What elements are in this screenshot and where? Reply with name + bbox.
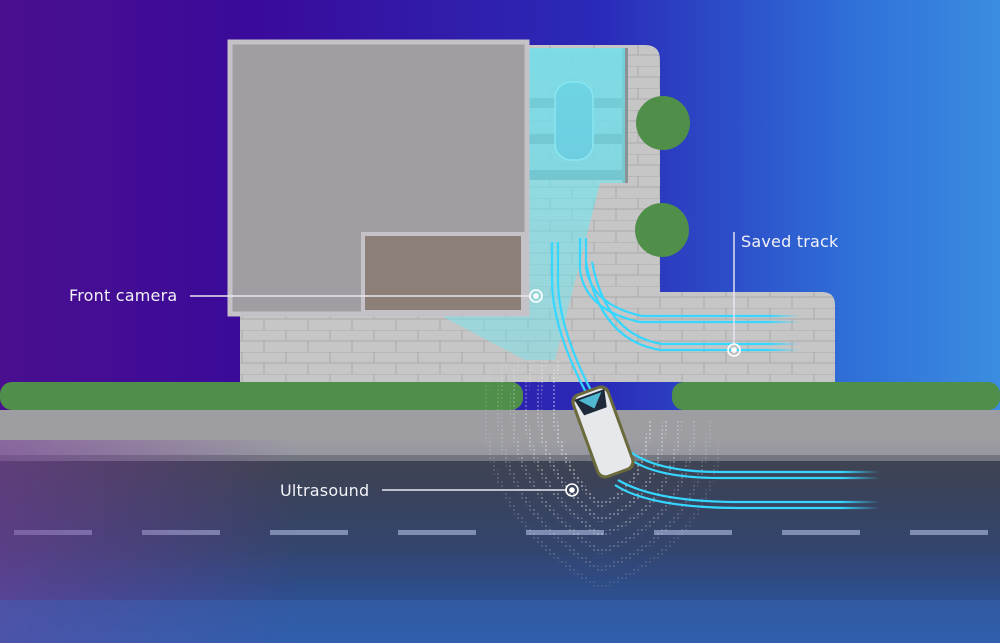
saved-track-marker-icon [727, 343, 741, 357]
car [571, 385, 635, 479]
front-camera-label: Front camera [69, 286, 178, 305]
ultrasound-waves [483, 359, 725, 591]
marker-dots [529, 289, 741, 497]
leader-lines [190, 232, 735, 491]
ultrasound-label: Ultrasound [280, 481, 370, 500]
front-camera-marker-icon [529, 289, 543, 303]
grass-strip-left [0, 382, 523, 410]
house [227, 39, 530, 317]
ultrasound-marker-icon [565, 483, 579, 497]
saved-track-label: Saved track [741, 232, 839, 251]
grass-strip-right [672, 382, 1000, 410]
tree-icon [636, 96, 690, 150]
tree-icon [635, 203, 689, 257]
garage-roof [361, 232, 525, 314]
